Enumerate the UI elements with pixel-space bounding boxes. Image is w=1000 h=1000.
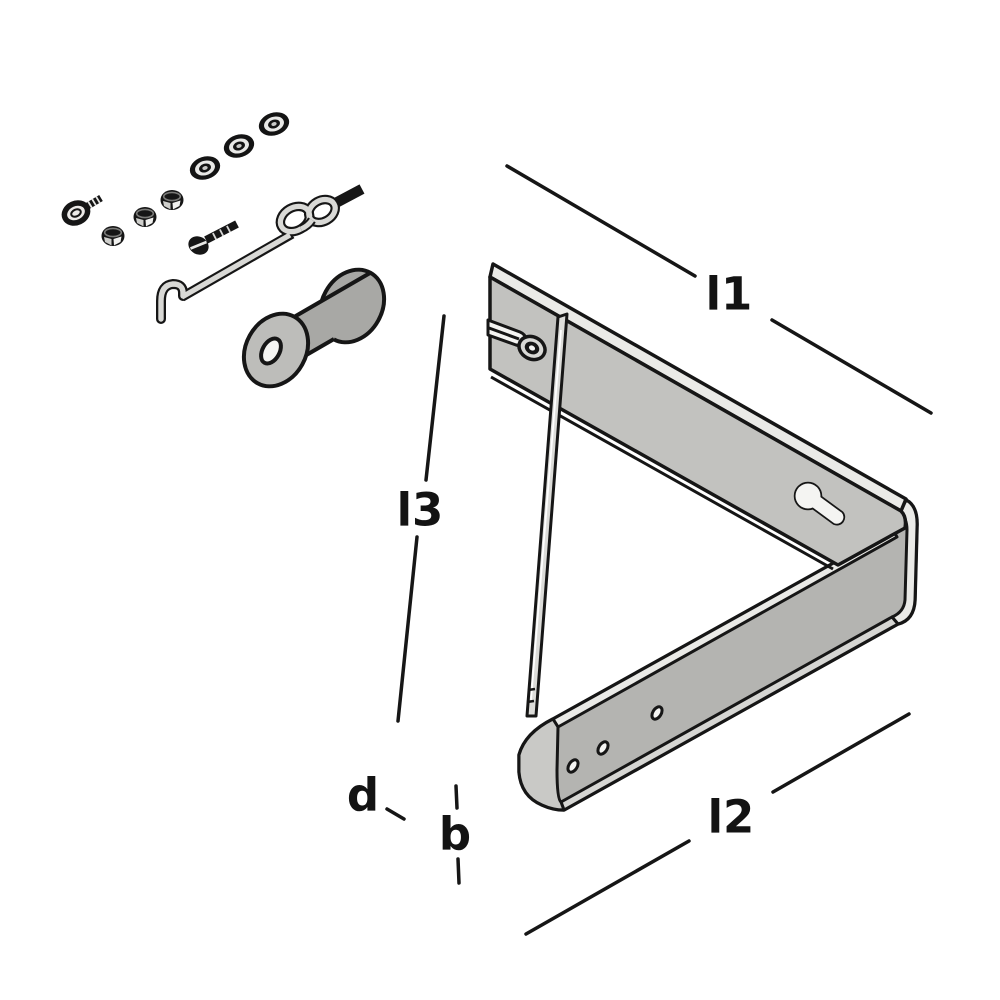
dim-label-l1: l1 [705,267,753,321]
washer [258,112,290,136]
strip-hole [566,758,580,774]
dim-line-l1-b [770,318,933,415]
strip-hole [650,705,664,721]
eye-screw-threads [87,196,101,209]
strip-end-cap [517,717,566,812]
machine-screw-threads [212,225,231,240]
dim-line-l3-a [424,314,446,482]
roller-bore [259,336,283,366]
dimension-lines [385,164,933,936]
dim-label-l2: l2 [707,790,755,844]
stay-rod-threads [526,687,536,704]
dim-dash-b-bottom [456,857,461,885]
hardware-kit [61,112,387,389]
stay-rod [525,312,569,718]
roller-spacer [241,267,387,389]
hook-bolt-with-chain-link [156,184,365,324]
dim-label-b: b [438,807,472,861]
bar-end-slot-inner [488,326,520,341]
dim-line-l2-a [524,839,691,936]
dim-line-l2-b [771,712,911,794]
dim-line-l3-b [396,535,419,723]
dim-line-l1-a [505,164,697,278]
dim-dash-b-top [454,784,459,810]
eye-screw-ring [61,200,91,226]
bar-bottom-inner-line [490,375,834,571]
keyhole-slot [793,481,846,526]
eye-screw [61,194,103,226]
eye-screw-ring-hole [70,208,82,218]
dim-label-d: d [346,768,380,822]
lock-nut [101,226,125,246]
lock-nut [160,190,184,210]
machine-screw-slot [190,240,207,250]
washer [223,134,255,158]
lock-nut [133,207,157,227]
dim-label-l3: l3 [396,483,444,537]
machine-screw [188,220,239,255]
washer [189,156,221,180]
wall-bracket [486,262,919,812]
strip-hole [596,740,610,756]
bar-ring-hole [517,334,547,362]
dim-leader-d [385,807,406,821]
